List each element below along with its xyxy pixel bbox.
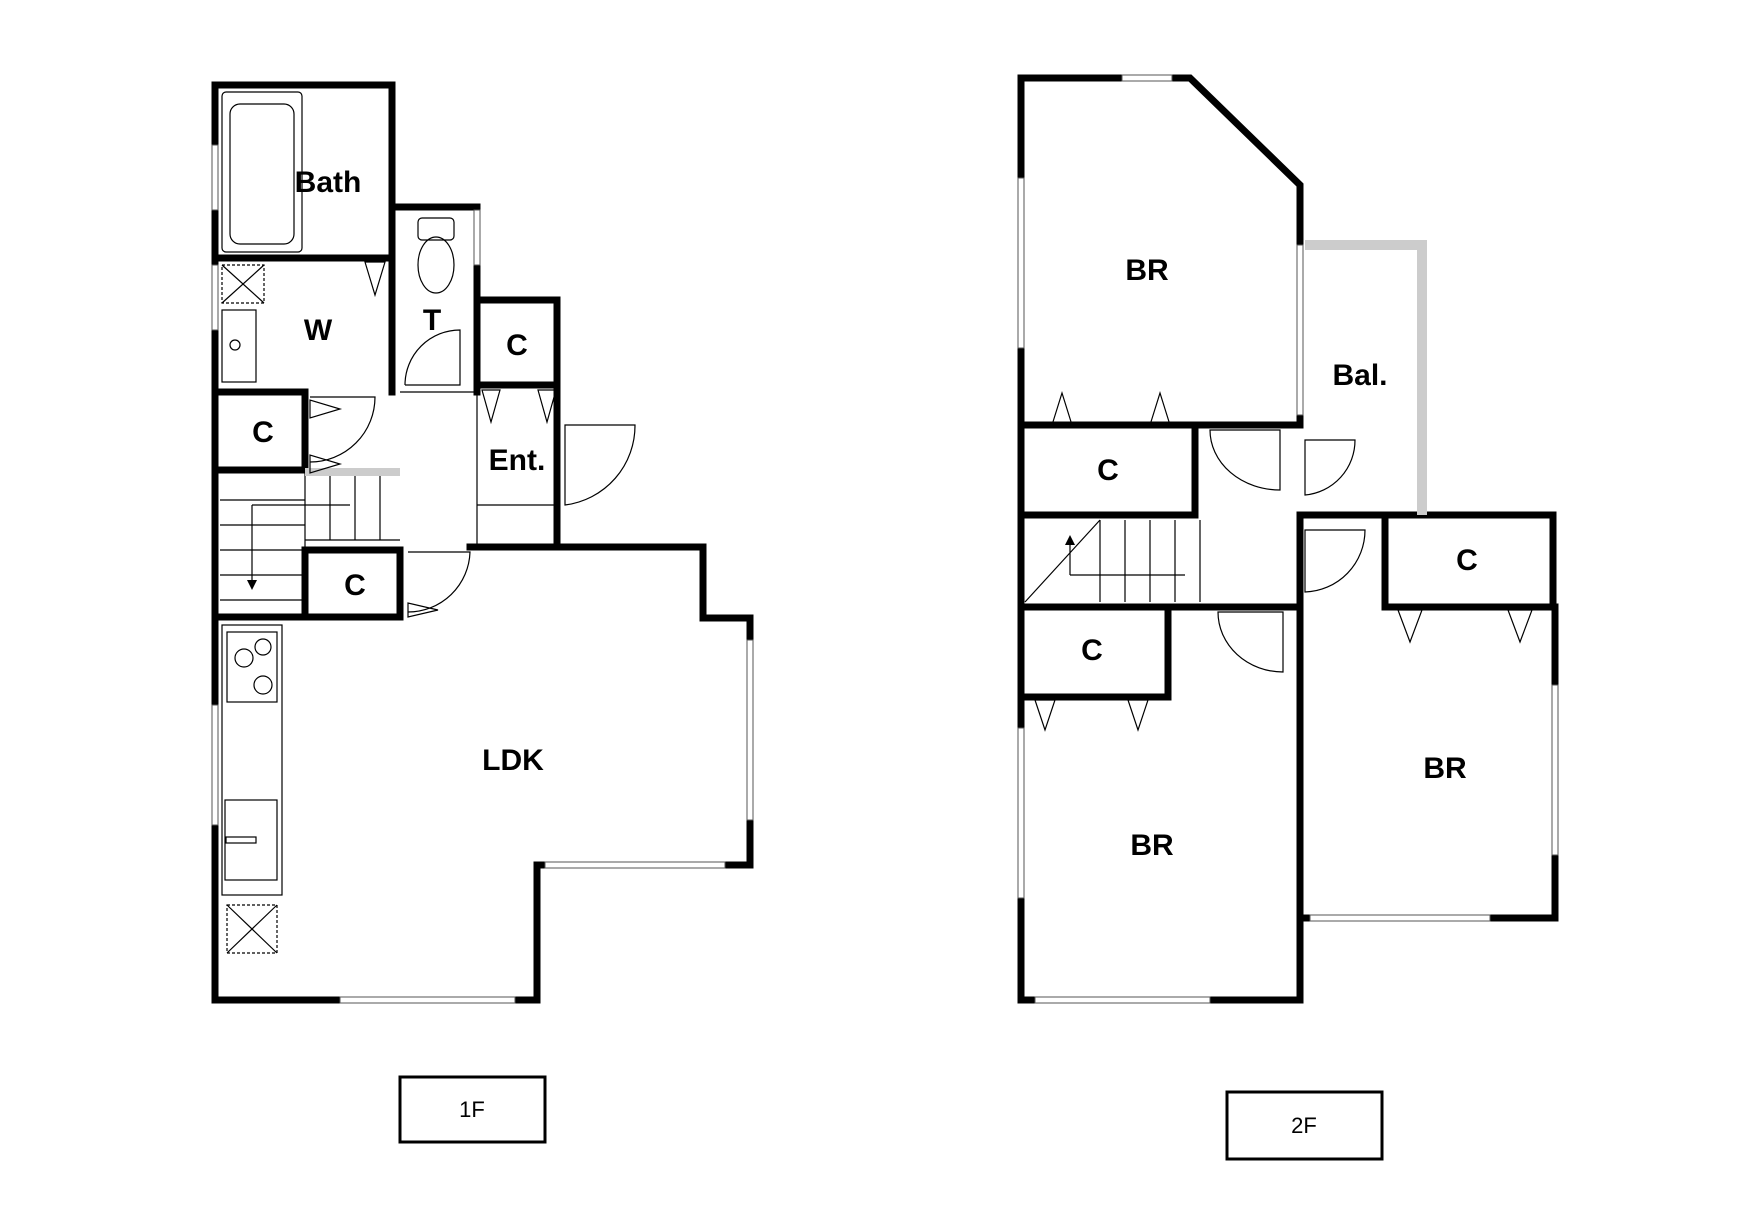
bathtub — [221, 91, 303, 253]
room-label-closet-stairs: C — [344, 569, 366, 602]
door-bath-marker — [364, 261, 386, 298]
window-ldk-bottom2 — [339, 996, 516, 1004]
room-label-toilet: T — [423, 304, 441, 337]
room-label-bath: Bath — [295, 166, 362, 199]
washer-cross — [221, 264, 265, 304]
wall-2f-closet-left — [1017, 603, 1172, 701]
stairs-1f — [220, 468, 400, 601]
toilet-tank — [417, 217, 455, 241]
window-2f-br-right — [1551, 684, 1559, 856]
fridge-space — [226, 904, 278, 954]
door-entrance — [564, 424, 636, 506]
balcony-rail — [1305, 240, 1427, 515]
stove — [226, 631, 278, 703]
floor-label-box-1f — [398, 1075, 547, 1144]
door-closet-marker — [309, 399, 343, 419]
window-toilet — [473, 209, 481, 266]
door-closet-marker — [309, 454, 343, 474]
window-ldk-bottom — [544, 861, 726, 869]
kitchen-sink — [224, 799, 278, 881]
floor-label-2f: 2F — [1291, 1113, 1317, 1138]
door-toilet — [404, 329, 461, 386]
stairs-2f — [1024, 519, 1201, 603]
room-label-washroom: W — [304, 314, 333, 347]
room-label-bedroom-top: BR — [1125, 254, 1169, 287]
stove-burner — [253, 675, 273, 695]
wall-2f-closet-right — [1381, 511, 1557, 611]
window-ldk-right — [746, 639, 754, 821]
floor-label-1f: 1F — [459, 1097, 485, 1122]
room-label-closet-left: C — [252, 416, 274, 449]
kitchen-counter — [221, 624, 283, 896]
wall-2f-closet-top — [1017, 421, 1199, 519]
door-hall — [1304, 529, 1366, 593]
door-bedroom-left — [1217, 611, 1284, 673]
window-2f-br-right-bottom — [1309, 914, 1491, 922]
window-2f-br-top-right — [1296, 244, 1304, 416]
room-label-ldk: LDK — [482, 744, 544, 777]
door-balcony — [1304, 439, 1356, 496]
first-floor-plan: Bath W T C C Ent. C LDK 1F — [211, 81, 754, 1144]
door-closet-top — [1149, 390, 1171, 426]
kitchen-faucet — [225, 836, 257, 844]
door-closet-marker — [481, 389, 501, 425]
door-closet-top — [1051, 390, 1073, 426]
room-label-closet-toilet: C — [506, 329, 528, 362]
room-label-balcony: Bal. — [1332, 359, 1387, 392]
bathtub-inner — [229, 103, 295, 245]
window-kitchen — [211, 704, 219, 826]
stove-burner — [234, 648, 254, 668]
stove-burner — [254, 638, 272, 656]
room-label-closet-top: C — [1097, 454, 1119, 487]
window-2f-br-left — [1017, 727, 1025, 899]
washer-space — [221, 264, 265, 304]
wall-1f-outer — [211, 81, 754, 1004]
window-bath — [211, 144, 219, 211]
door-closet-left — [309, 396, 376, 463]
room-label-closet-left: C — [1081, 634, 1103, 667]
door-closet-marker — [537, 389, 557, 425]
door-closet-left — [1127, 699, 1149, 732]
wash-basin — [221, 309, 257, 383]
door-closet-marker — [407, 602, 439, 618]
wall-2f — [1296, 511, 1559, 922]
door-stairs-closet — [407, 551, 471, 613]
door-closet-right — [1397, 609, 1423, 644]
wash-basin-drain — [229, 339, 241, 351]
room-label-entrance: Ent. — [489, 444, 546, 477]
window-2f-top — [1121, 74, 1173, 82]
window-2f-br-left-bottom — [1034, 996, 1211, 1004]
floor-label-box-2f — [1225, 1090, 1384, 1161]
door-bedroom-top — [1209, 429, 1281, 491]
window-w — [211, 264, 219, 331]
fridge-cross — [226, 904, 278, 954]
wall-2f-outer — [1017, 74, 1304, 429]
toilet-bowl — [417, 236, 455, 294]
second-floor-plan: BR Bal. C C C BR BR 2F — [1017, 74, 1559, 1161]
wall-2f — [1017, 511, 1304, 1004]
window-2f-br-top-left — [1017, 177, 1025, 349]
room-label-bedroom-left: BR — [1130, 829, 1174, 862]
room-label-closet-right: C — [1456, 544, 1478, 577]
room-label-bedroom-right: BR — [1423, 752, 1467, 785]
door-closet-left — [1034, 699, 1056, 732]
door-closet-right — [1507, 609, 1533, 644]
